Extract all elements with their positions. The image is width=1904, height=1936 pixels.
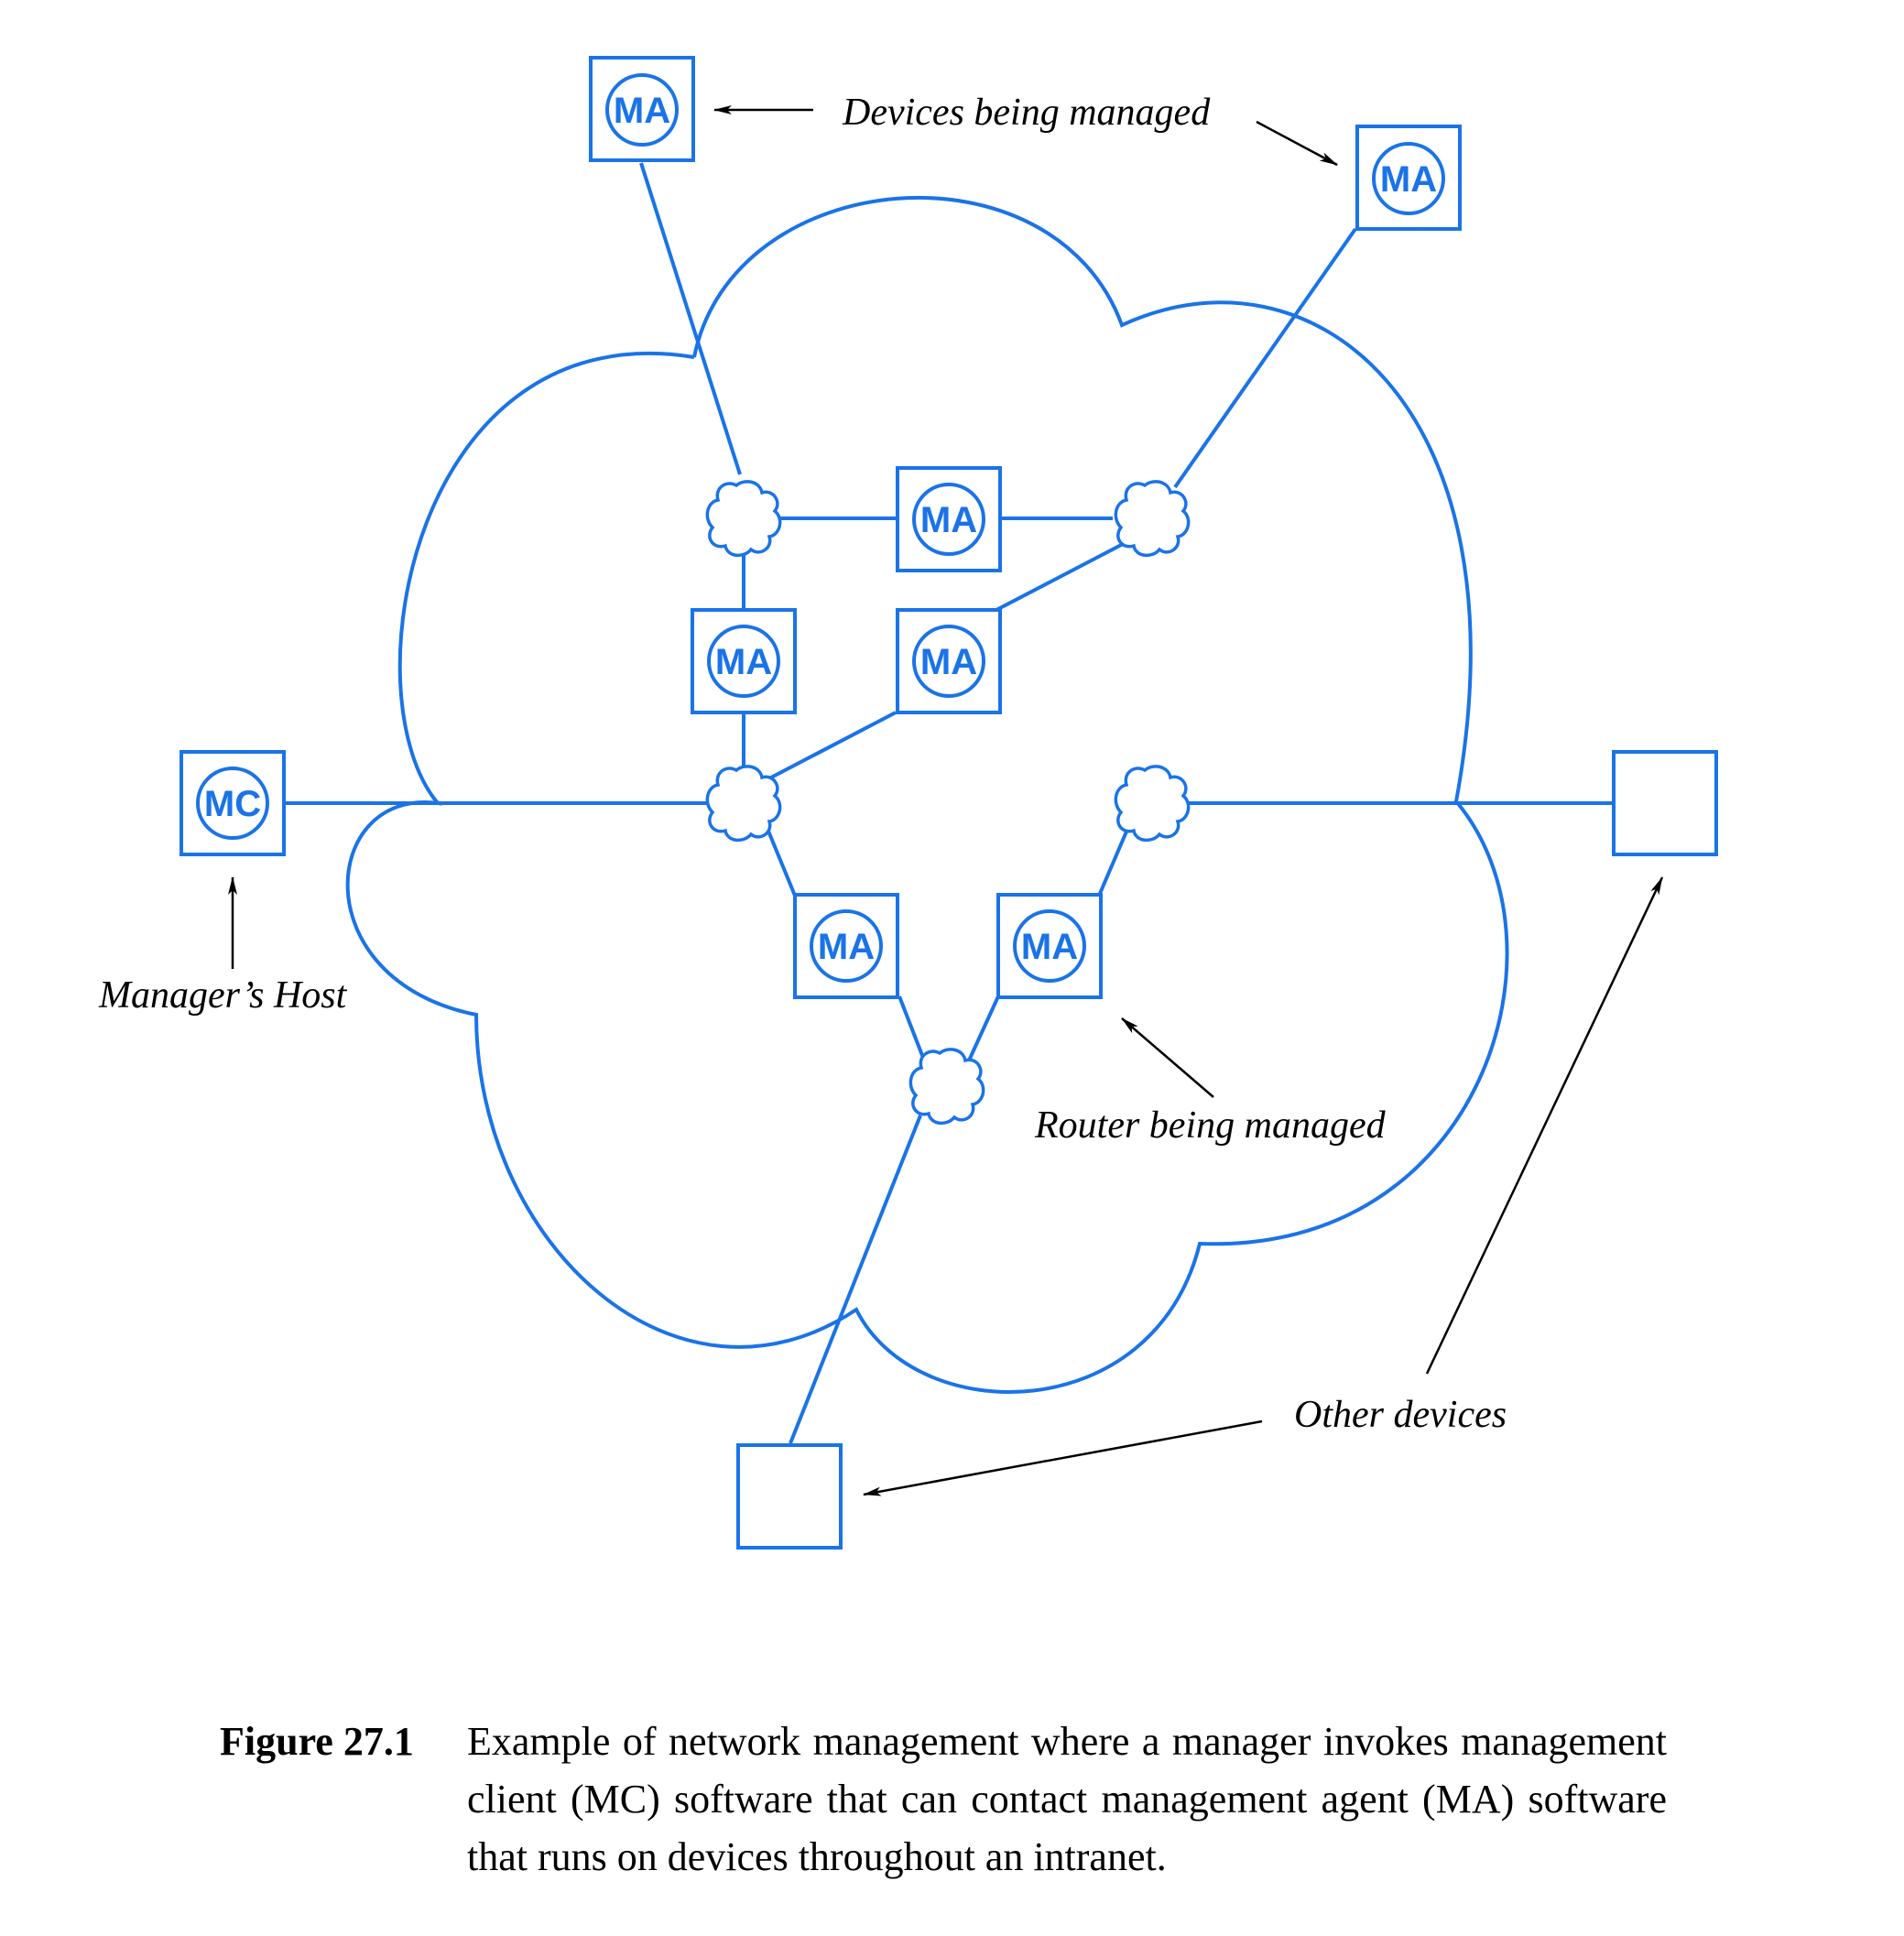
managed-device-top-left: MA — [589, 56, 695, 162]
annotation-arrows — [228, 105, 1664, 1496]
agent-badge: MA — [614, 91, 670, 131]
managed-device-mid-right: MA — [896, 608, 1002, 714]
router-top-left — [705, 480, 782, 558]
network-links — [285, 162, 1612, 1444]
managed-device-lower-right: MA — [996, 893, 1103, 999]
agent-badge: MA — [1021, 927, 1078, 967]
router-top-right — [1114, 480, 1191, 558]
label-other-devices: Other devices — [1294, 1394, 1507, 1436]
agent-badge: MA — [818, 927, 875, 967]
router-center-right — [1114, 765, 1191, 843]
managed-device-lower-left: MA — [793, 893, 899, 999]
other-device-bottom — [736, 1443, 843, 1550]
label-managers-host: Manager’s Host — [98, 974, 348, 1017]
agent-badge: MA — [1380, 159, 1437, 200]
agent-badge: MA — [715, 642, 772, 682]
label-devices-being-managed: Devices being managed — [842, 92, 1211, 134]
agent-badge: MA — [920, 500, 977, 540]
client-badge: MC — [204, 784, 261, 824]
agent-badge: MA — [920, 642, 977, 682]
router-bottom — [908, 1048, 985, 1126]
managed-device-center-top: MA — [896, 466, 1002, 572]
figure-caption-text: Example of network management where a ma… — [467, 1719, 1667, 1879]
other-device-right — [1612, 750, 1718, 856]
figure-number: Figure 27.1 — [220, 1719, 414, 1764]
router-center-left — [705, 765, 782, 843]
intranet-cloud — [345, 195, 1509, 1394]
managed-device-mid-left: MA — [691, 608, 797, 714]
manager-host: MC — [180, 750, 286, 856]
label-router-being-managed: Router being managed — [1034, 1104, 1387, 1147]
managed-device-top-right: MA — [1355, 125, 1462, 231]
